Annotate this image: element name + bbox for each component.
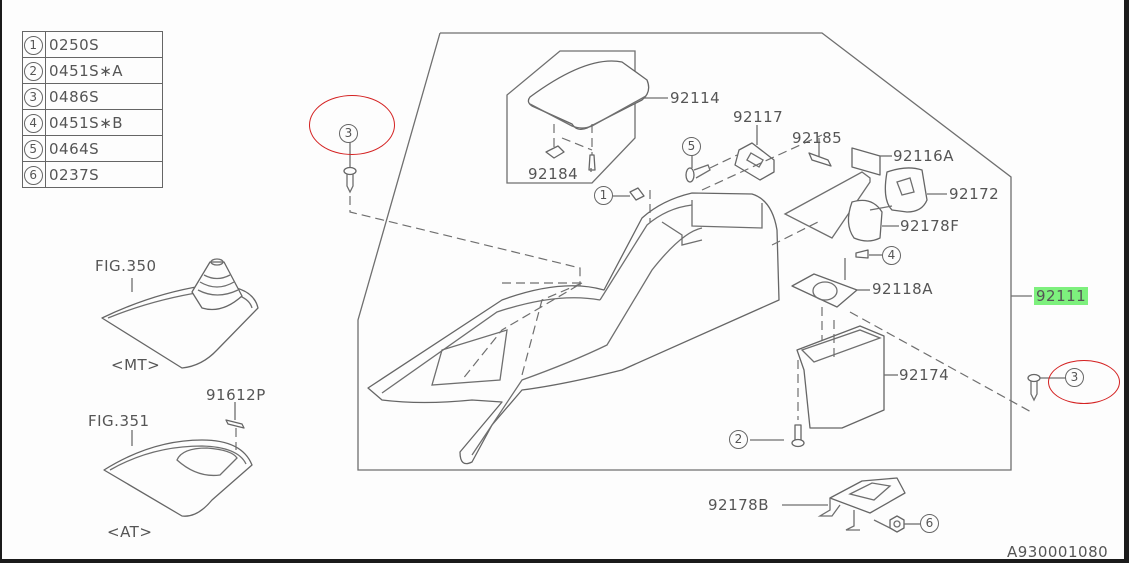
callout-number: 6 xyxy=(24,165,43,185)
label-92184: 92184 xyxy=(528,165,579,183)
armrest-lid xyxy=(527,60,650,130)
label-92178F: 92178F xyxy=(900,217,960,235)
legend-part-number: 0451S∗B xyxy=(45,109,163,136)
label-fig-350: FIG.350 xyxy=(95,257,157,275)
cup-holder xyxy=(884,167,928,213)
label-92172: 92172 xyxy=(949,185,1000,203)
callout-number: 4 xyxy=(24,113,43,133)
center-console-body xyxy=(367,192,780,465)
legend-part-number: 0237S xyxy=(45,161,163,188)
armrest-subgroup-outline xyxy=(506,50,636,184)
label-92117: 92117 xyxy=(733,108,784,126)
callout-3-right: 3 xyxy=(1065,368,1084,387)
callout-3-left: 3 xyxy=(339,124,358,143)
label-92111-highlighted: 92111 xyxy=(1034,287,1089,305)
label-91612P: 91612P xyxy=(206,386,266,404)
label-92116A: 92116A xyxy=(893,147,954,165)
hinge xyxy=(734,142,775,181)
callout-number: 2 xyxy=(24,61,43,81)
callout-number: 3 xyxy=(24,87,43,107)
annotation-circle-left xyxy=(309,95,395,155)
label-mt-variant: <MT> xyxy=(111,356,161,374)
callout-2: 2 xyxy=(729,430,748,449)
cup-holder-insert xyxy=(847,199,883,242)
legend-part-number: 0464S xyxy=(45,135,163,162)
label-92114: 92114 xyxy=(670,89,721,107)
legend-part-number: 0486S xyxy=(45,83,163,110)
callout-number: 5 xyxy=(24,139,43,159)
legend-part-number: 0451S∗A xyxy=(45,57,163,84)
label-92174: 92174 xyxy=(899,366,950,384)
callout-6: 6 xyxy=(920,514,939,533)
label-at-variant: <AT> xyxy=(107,523,153,541)
callout-1: 1 xyxy=(594,186,613,205)
cup-holder-bracket xyxy=(791,273,858,308)
highlight-92111: 92111 xyxy=(1034,287,1089,305)
legend-part-number: 0250S xyxy=(45,31,163,58)
label-92118A: 92118A xyxy=(872,280,933,298)
label-fig-351: FIG.351 xyxy=(88,412,150,430)
label-92185: 92185 xyxy=(792,129,843,147)
storage-bin xyxy=(796,325,885,429)
diagram-code: A930001080 xyxy=(1007,543,1109,561)
annotation-circle-right xyxy=(1048,360,1120,404)
callout-5: 5 xyxy=(682,137,701,156)
callout-number: 1 xyxy=(24,35,43,55)
assembly-outline xyxy=(357,32,1012,471)
callout-4: 4 xyxy=(882,246,901,265)
label-92178B: 92178B xyxy=(708,496,770,514)
at-shifter-trim xyxy=(103,439,253,517)
mounting-bracket xyxy=(829,477,906,514)
